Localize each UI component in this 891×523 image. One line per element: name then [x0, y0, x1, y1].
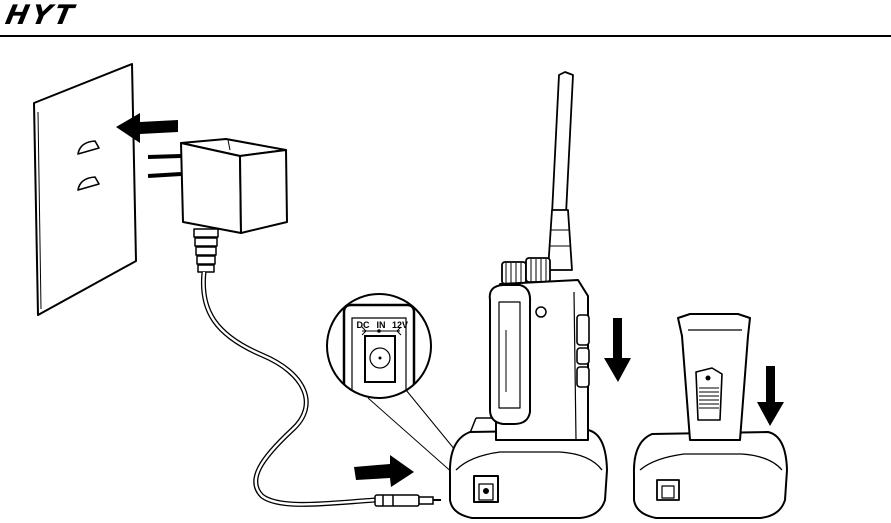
radio-antenna	[548, 72, 573, 270]
jack-label-12v: 12V	[392, 320, 408, 330]
two-way-radio	[490, 258, 589, 440]
jack-label-in: IN	[377, 320, 386, 330]
jack-label-dc: DC	[357, 320, 370, 330]
arrow-down-insert-radio-icon	[604, 318, 631, 382]
arrow-into-charger-icon	[354, 455, 414, 487]
radio-side-button-upper	[577, 315, 589, 345]
radio-side-button-lower	[577, 367, 589, 387]
charger-base-with-battery	[634, 432, 787, 518]
ac-adapter	[148, 139, 287, 272]
wall-outlet	[34, 64, 136, 315]
arrow-down-insert-battery-icon	[757, 366, 784, 426]
radio-side-button-middle	[577, 348, 589, 364]
battery-pack	[678, 314, 750, 440]
dc-plug	[375, 495, 441, 506]
